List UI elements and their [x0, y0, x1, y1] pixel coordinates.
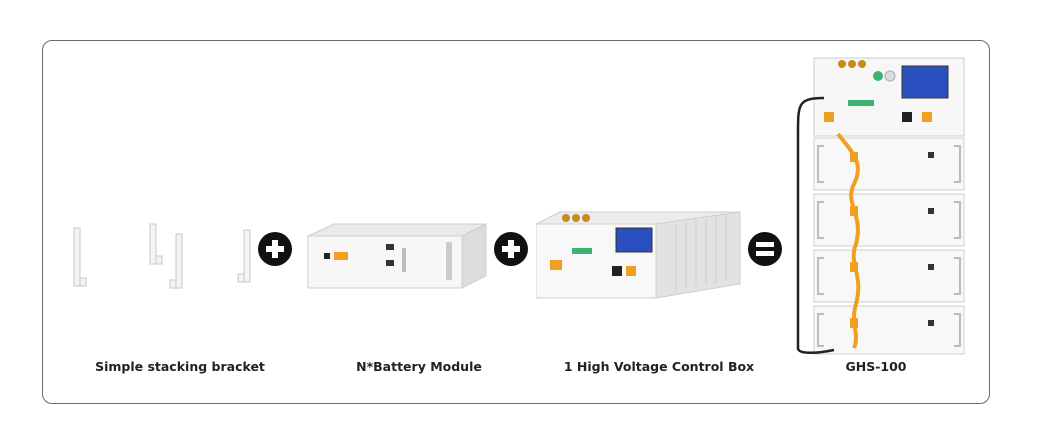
- control-box-image: [536, 211, 741, 299]
- plus-icon: [258, 232, 292, 266]
- battery-module-label: N*Battery Module: [356, 359, 482, 374]
- diagram-frame: [42, 40, 990, 404]
- control-box-label: 1 High Voltage Control Box: [563, 359, 755, 374]
- ghs-100-label: GHS-100: [845, 359, 907, 374]
- bracket-label: Simple stacking bracket: [95, 359, 265, 374]
- stacking-bracket-image: [73, 223, 251, 289]
- battery-module-image: [307, 223, 487, 289]
- ghs-100-image: [796, 57, 965, 355]
- equals-icon: [748, 232, 782, 266]
- plus-icon: [494, 232, 528, 266]
